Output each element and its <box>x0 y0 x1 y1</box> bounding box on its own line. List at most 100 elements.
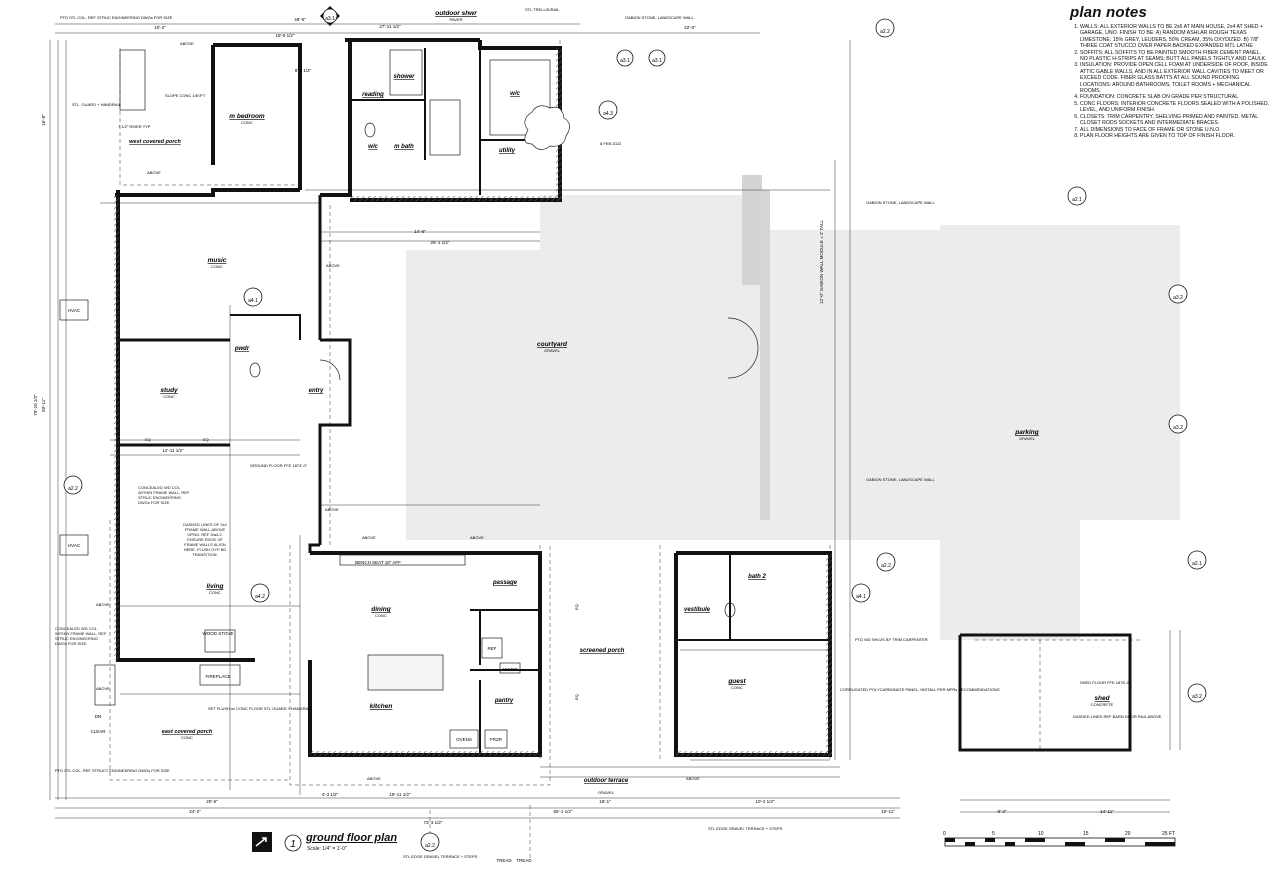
section-tag-a31-b[interactable]: a3.1 <box>648 49 666 67</box>
room-labels: outdoor shwr PAVER m bedroom CONC readin… <box>129 10 1113 795</box>
micro-label: MICRO <box>503 667 518 672</box>
above-8: ABOVE <box>686 776 700 781</box>
dim-12: 73'-3 1/2" <box>424 820 443 825</box>
svg-text:a4.1: a4.1 <box>856 594 866 600</box>
ref-label: REF <box>488 646 497 651</box>
section-tag-a21-mid[interactable]: a2.1 <box>1187 550 1207 570</box>
callout-concealed-low: CONCEALED WD COL WITHIN FRAME WALL, REF … <box>55 626 107 646</box>
callout-riser: 7 1/2" RISER TYP <box>118 124 151 129</box>
room-guest: guest <box>727 678 746 685</box>
svg-text:a4.2: a4.2 <box>255 594 265 600</box>
room-music: music <box>208 257 227 264</box>
dim-gabion-wall: 12'-0" GABION WALL MODULE = 2' TALL <box>819 220 824 304</box>
callout-date: 8 FEB 2022 <box>600 141 622 146</box>
room-west-porch: west covered porch <box>129 139 181 145</box>
eq-1: EQ <box>145 437 151 442</box>
room-entry: entry <box>309 388 324 394</box>
scale-bar-seg-3 <box>985 838 995 842</box>
scale-bar-seg-6 <box>1065 842 1085 846</box>
callout-ground-ffe: GROUND FLOOR FFE 1873'-0" <box>250 463 308 468</box>
svg-text:a3.1: a3.1 <box>652 58 662 64</box>
callout-ptd-stl-low: PTD STL COL, REF STRUCT ENGINEERING DWGs… <box>55 768 170 773</box>
section-tag-a41-right[interactable]: a4.1 <box>851 583 871 603</box>
scale-tick-10: 10 <box>1038 831 1044 837</box>
eq-3: EQ <box>574 604 579 610</box>
svg-text:a3.2: a3.2 <box>1192 694 1202 700</box>
dimension-lines <box>49 23 1181 819</box>
room-kitchen: kitchen <box>370 703 393 710</box>
dim-1: 10'-2" <box>154 25 166 30</box>
callout-stl-guard: STL. GUARD + HANDRAIL <box>72 102 122 107</box>
section-tag-a32-b[interactable]: a3.2 <box>1168 414 1188 434</box>
kitchen-island <box>367 654 444 691</box>
scale-tick-5: 5 <box>992 831 995 837</box>
callout-notes: STL TRELLIS/RAIL GABION STONE, LANDSCAPE… <box>55 7 1162 859</box>
dim-18: 4'-3 1/2" <box>322 792 339 797</box>
callout-dashed-frame: DASHED LINES OF 2x4 FRAME WALL ABOVE OPN… <box>183 522 227 557</box>
callout-barn-door: DASHED LINES REF BARN DOOR RAIL ABOVE <box>1073 714 1162 719</box>
section-tag-a43[interactable]: a4.3 <box>598 100 618 120</box>
frzr-label: FRZR <box>490 737 503 742</box>
room-pantry: pantry <box>494 698 514 704</box>
room-parking-finish: GRAVEL <box>1019 436 1036 441</box>
svg-text:a2.2: a2.2 <box>425 843 435 849</box>
room-outdoor-terrace: outdoor terrace <box>584 778 629 784</box>
scale-bar-seg-8 <box>1145 842 1175 846</box>
room-guest-finish: CONC <box>731 685 743 690</box>
room-dining: dining <box>371 606 391 613</box>
callout-ptd-shelves: PTD WD SHLVS BY TRIM CARPENTER <box>855 637 928 642</box>
closet-shelves <box>489 59 551 136</box>
vanity-box <box>429 99 461 156</box>
stone-wall-kitchen-south <box>310 751 542 756</box>
micro-box <box>499 662 521 674</box>
toilet-mbath <box>364 122 376 138</box>
north-arrow-icon <box>255 837 267 847</box>
room-study-finish: CONC <box>163 394 175 399</box>
room-reading: reading <box>362 92 384 98</box>
dim-3: 27'-11 1/2" <box>379 24 401 29</box>
section-tag-a22-top[interactable]: a2.2 <box>875 18 895 38</box>
dim-16: 8'-2" <box>998 809 1007 814</box>
dim-5: 8'-9 1/2" <box>295 68 312 73</box>
room-living: living <box>207 583 224 590</box>
section-tag-a41-center[interactable]: a4.1 <box>243 287 263 307</box>
room-shed: shed <box>1094 695 1110 702</box>
dimension-text: 48'-6" 10'-2" 18'-6 1/2" 27'-11 1/2" 22'… <box>33 17 1114 825</box>
dim-21: 50'-11" <box>41 398 46 412</box>
toilet-bath2 <box>724 602 736 618</box>
ref-box <box>481 637 503 659</box>
door-swing-entry <box>319 359 341 381</box>
dim-9: 20'-5" <box>206 799 218 804</box>
dim-8: 12'-11 1/2" <box>162 448 184 453</box>
section-tag-a32-shed[interactable]: a3.2 <box>1187 683 1207 703</box>
section-tag-a22-bottom[interactable]: a2.2 <box>420 832 440 852</box>
section-tag-a22-left[interactable]: a2.2 <box>63 475 83 495</box>
view-number-circle <box>284 834 302 852</box>
plan-note-8: PLAN FLOOR HEIGHTS ARE GIVEN TO TOP OF F… <box>1080 133 1270 139</box>
section-tag-a22-mid[interactable]: a2.2 <box>876 552 896 572</box>
dim-20: 79'-10 1/2" <box>33 394 38 416</box>
section-tag-a21-right[interactable]: a2.1 <box>1067 186 1087 206</box>
room-m-bedroom: m bedroom <box>229 113 265 120</box>
section-tag-a31-a[interactable]: a3.1 <box>616 49 634 67</box>
room-music-finish: CONC <box>211 264 223 269</box>
fireplace-box <box>199 664 241 686</box>
svg-text:a2.1: a2.1 <box>1192 561 1202 567</box>
callout-set-flush: SET FLUSH w/ CONC FLOOR STL GUARD + HAND… <box>208 706 312 711</box>
plan-notes-panel: plan notes WALLS: ALL EXTERIOR WALLS TO … <box>1070 4 1270 139</box>
equipment-labels: HVAC HVAC OVENS FRZR REF MICRO WOOD STOV… <box>68 308 532 863</box>
room-m-bedroom-finish: CONC <box>241 120 253 125</box>
hvac-1-box <box>59 299 89 321</box>
callout-stl-edge-r: STL EDGE GRAVEL TERRACE + STEPS <box>708 826 783 831</box>
eq-2: EQ <box>203 437 209 442</box>
section-tag-a31-top[interactable]: a3.1 <box>320 6 340 26</box>
room-shower: shower <box>393 74 415 80</box>
room-courtyard: courtyard <box>537 341 568 348</box>
section-tag-a42[interactable]: a4.2 <box>250 583 270 603</box>
plan-note-2: SOFFITS: ALL SOFFITS TO BE PAINTED SMOOT… <box>1080 50 1270 63</box>
section-tag-a32-a[interactable]: a3.2 <box>1168 284 1188 304</box>
room-study: study <box>160 387 178 394</box>
scale-bar-seg-1 <box>945 838 955 842</box>
room-vestibule: vestibule <box>684 607 711 613</box>
view-number: 1 <box>290 839 296 850</box>
